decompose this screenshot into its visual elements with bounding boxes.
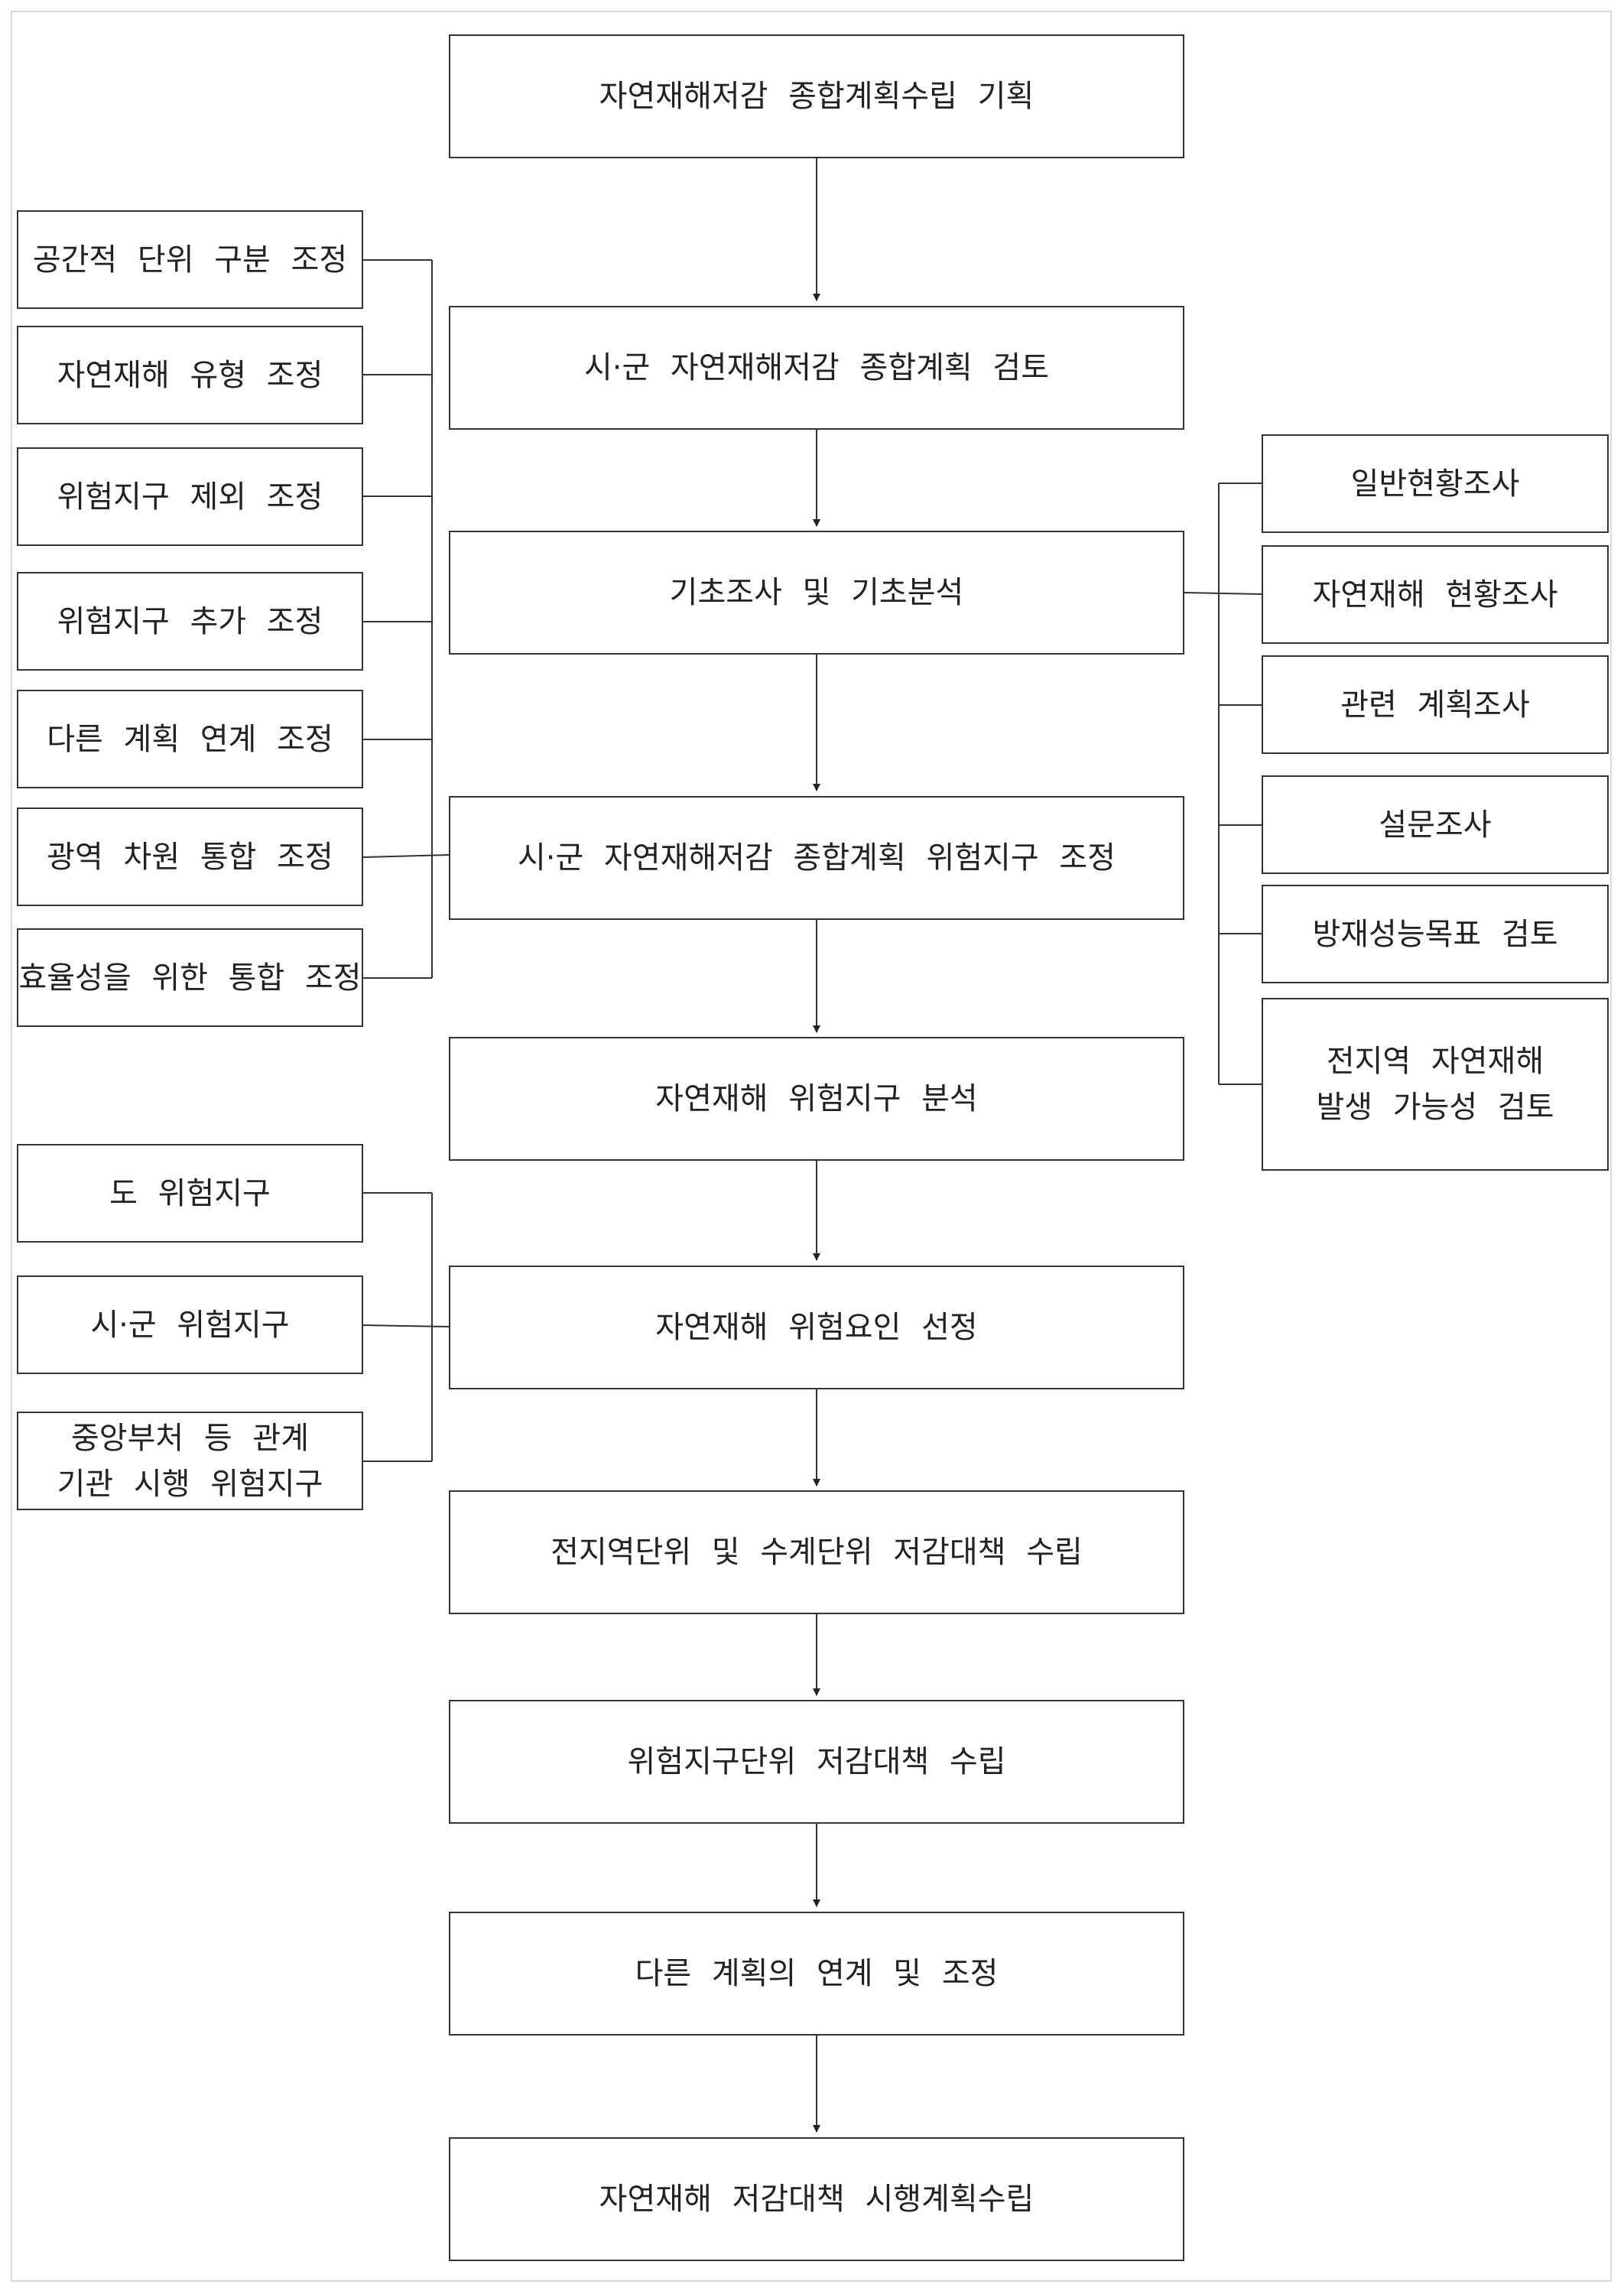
main-step-district-measures: 위험지구단위 저감대책 수립 bbox=[449, 1700, 1184, 1824]
survey-item-related-plans: 관련 계획조사 bbox=[1262, 655, 1609, 754]
bracket-line bbox=[362, 854, 450, 858]
hazard-district-city-county: 시·군 위험지구 bbox=[17, 1275, 363, 1374]
adjustment-item-district-exclusion: 위험지구 제외 조정 bbox=[17, 447, 363, 546]
main-step-risk-factor-selection: 자연재해 위험요인 선정 bbox=[449, 1266, 1184, 1389]
main-step-watershed-measures: 전지역단위 및 수계단위 저감대책 수립 bbox=[449, 1490, 1184, 1614]
main-step-plan-linkage: 다른 계획의 연계 및 조정 bbox=[449, 1912, 1184, 2036]
adjustment-item-spatial-unit: 공간적 단위 구분 조정 bbox=[17, 210, 363, 309]
survey-item-general-status: 일반현황조사 bbox=[1262, 434, 1609, 533]
main-step-plan-review: 시·군 자연재해저감 종합계획 검토 bbox=[449, 306, 1184, 430]
main-step-planning: 자연재해저감 종합계획수립 기획 bbox=[449, 34, 1184, 158]
main-step-basic-survey: 기초조사 및 기초분석 bbox=[449, 531, 1184, 655]
bracket-line bbox=[1184, 592, 1262, 595]
main-step-district-analysis: 자연재해 위험지구 분석 bbox=[449, 1037, 1184, 1161]
survey-item-performance-target: 방재성능목표 검토 bbox=[1262, 885, 1609, 983]
adjustment-item-plan-linkage: 다른 계획 연계 조정 bbox=[17, 690, 363, 788]
survey-item-disaster-status: 자연재해 현황조사 bbox=[1262, 545, 1609, 644]
adjustment-item-district-addition: 위험지구 추가 조정 bbox=[17, 572, 363, 671]
adjustment-item-efficiency-integration: 효율성을 위한 통합 조정 bbox=[17, 928, 363, 1027]
adjustment-item-regional-integration: 광역 차원 통합 조정 bbox=[17, 807, 363, 906]
diagram-frame bbox=[11, 11, 1612, 2282]
bracket-line bbox=[362, 1324, 450, 1327]
survey-item-occurrence-review: 전지역 자연재해 발생 가능성 검토 bbox=[1262, 998, 1609, 1171]
survey-item-questionnaire: 설문조사 bbox=[1262, 775, 1609, 874]
main-step-implementation-plan: 자연재해 저감대책 시행계획수립 bbox=[449, 2137, 1184, 2261]
hazard-district-province: 도 위험지구 bbox=[17, 1144, 363, 1243]
hazard-district-central-agency: 중앙부처 등 관계 기관 시행 위험지구 bbox=[17, 1412, 363, 1510]
main-step-district-adjustment: 시·군 자연재해저감 종합계획 위험지구 조정 bbox=[449, 796, 1184, 920]
adjustment-item-disaster-type: 자연재해 유형 조정 bbox=[17, 326, 363, 424]
